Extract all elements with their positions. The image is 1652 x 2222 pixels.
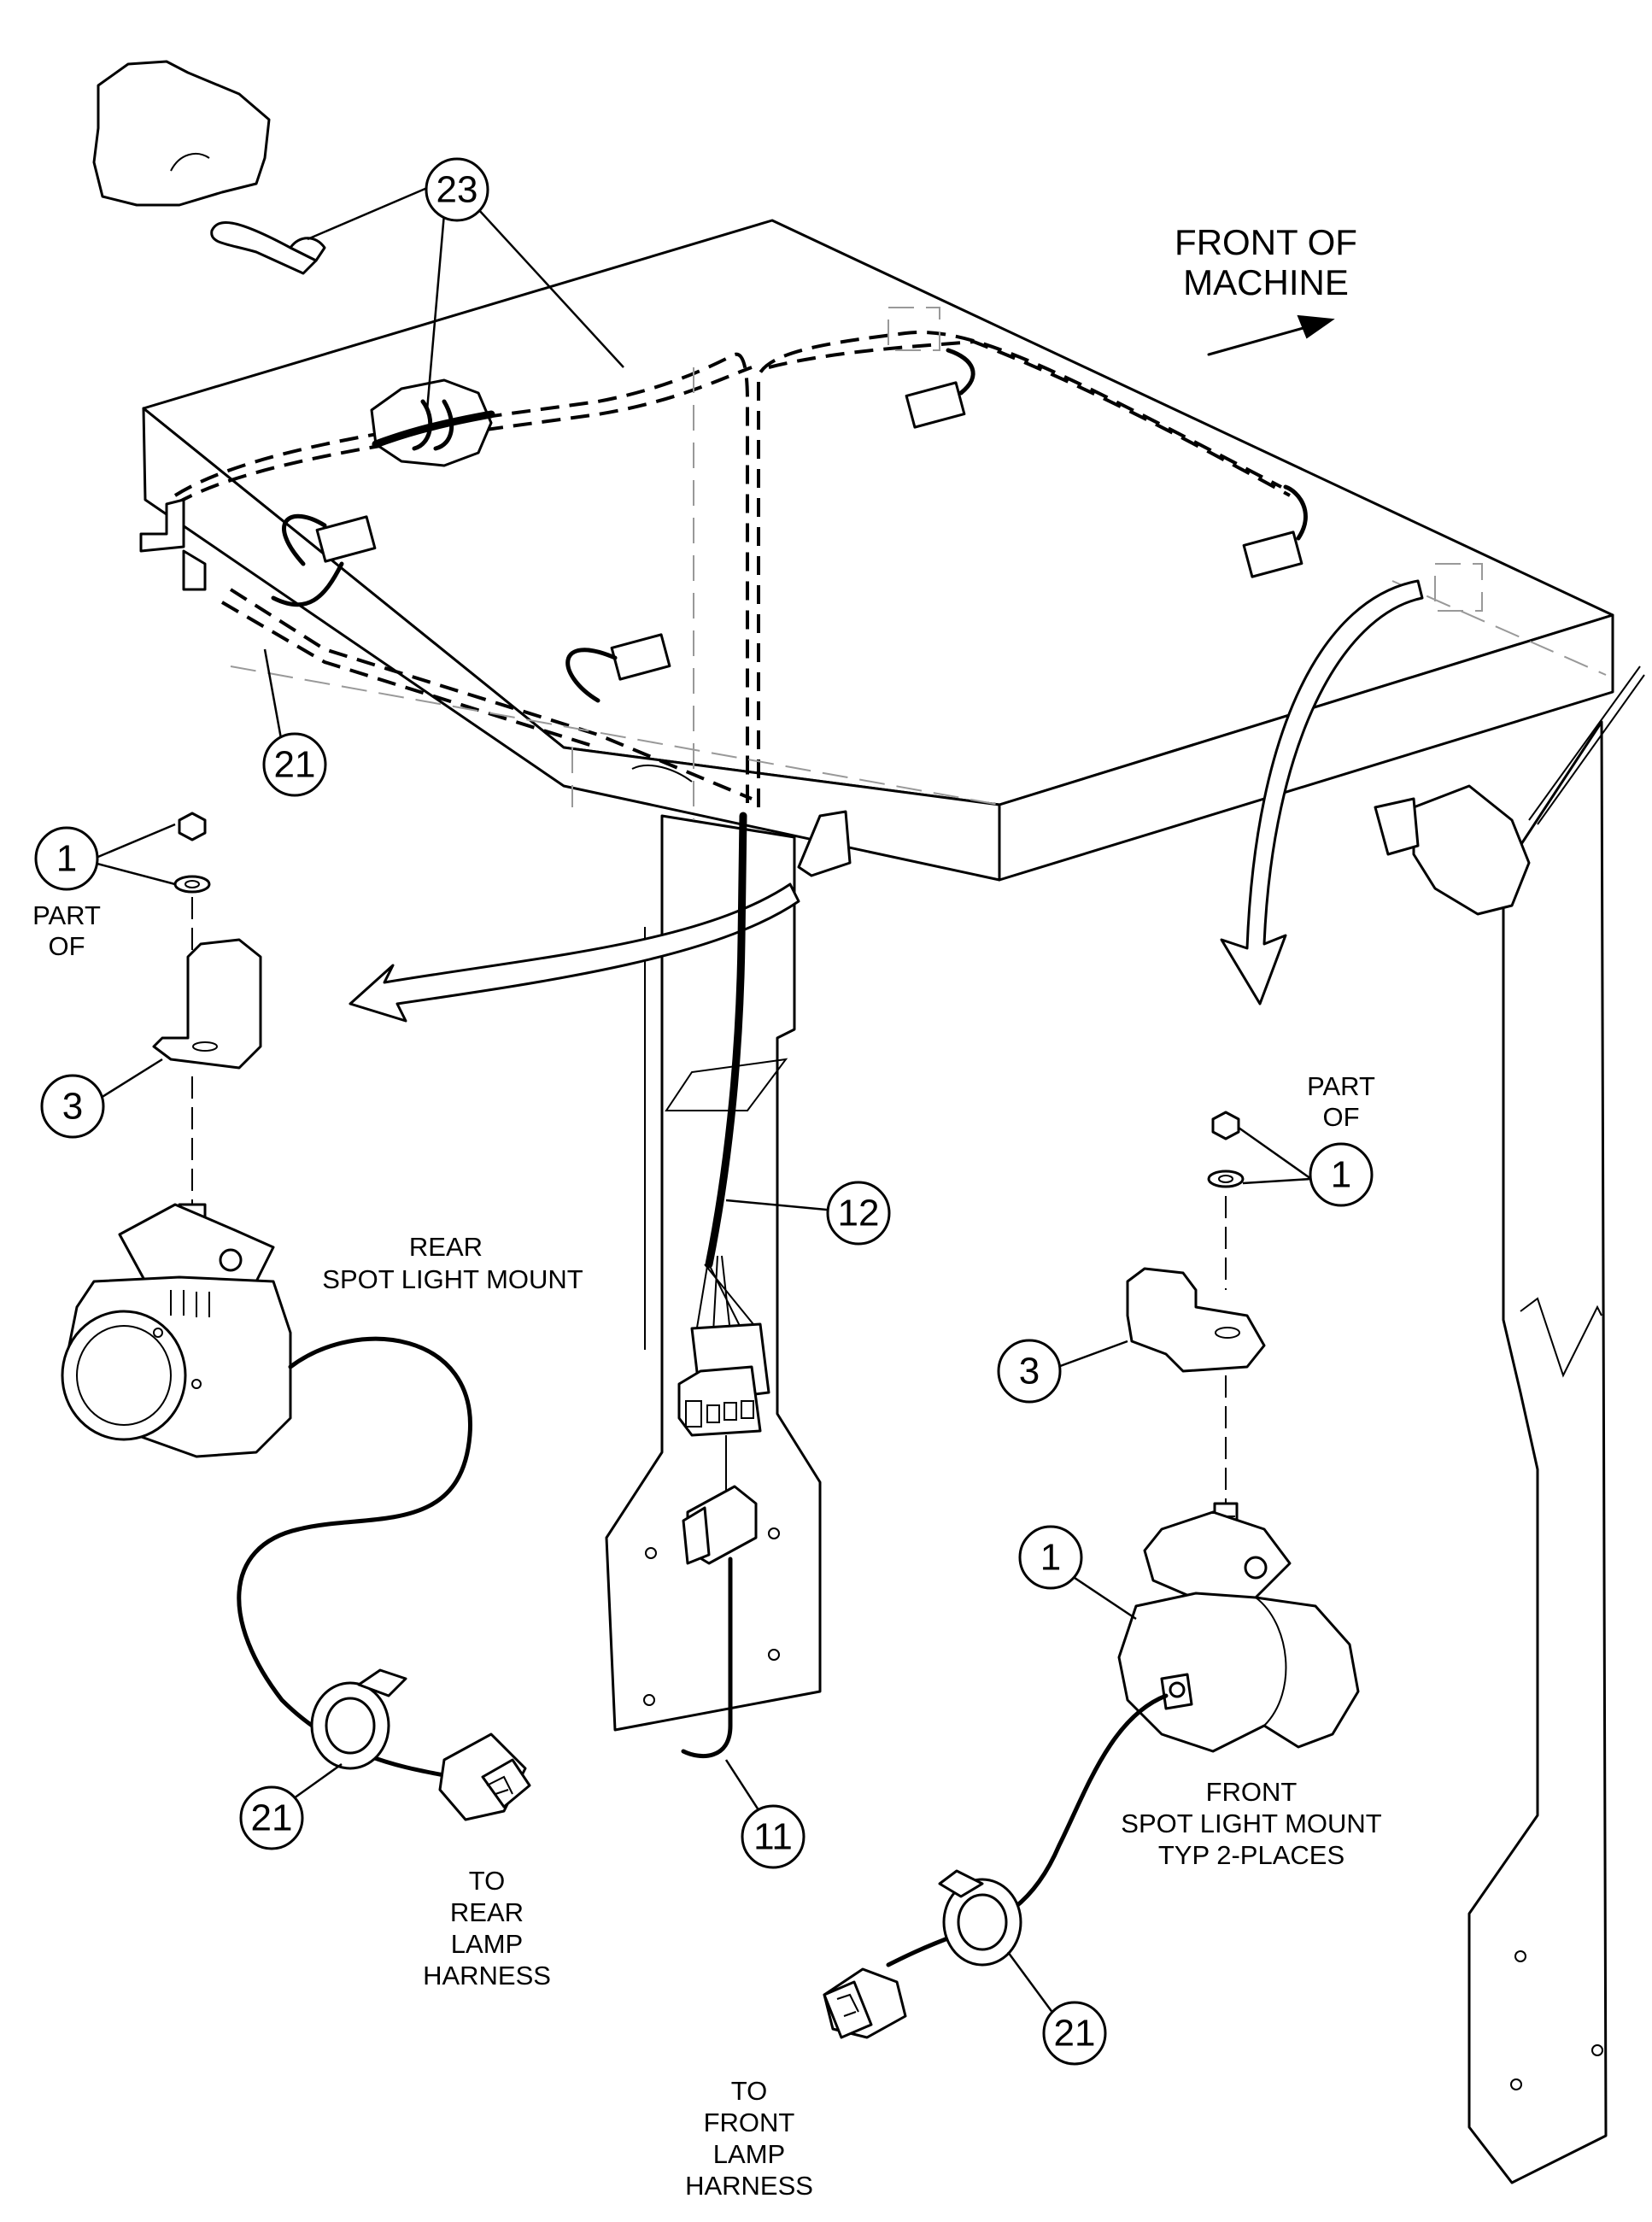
to-rear-lamp-line-1: TO — [469, 1866, 506, 1896]
part-of-left-label: PART OF — [32, 900, 101, 961]
callout-21-right: 21 — [1042, 2001, 1107, 2066]
callout-21-left-text: 21 — [251, 1797, 293, 1839]
right-post — [1467, 720, 1608, 2184]
to-front-lamp-line-4: HARNESS — [685, 2171, 813, 2201]
part-of-left-line-2: OF — [48, 931, 85, 961]
to-front-lamp-line-1: TO — [731, 2076, 768, 2106]
front-of-machine-line-2: MACHINE — [1183, 262, 1349, 302]
to-front-lamp-label: TO FRONT LAMP HARNESS — [685, 2076, 813, 2201]
to-rear-lamp-line-3: LAMP — [451, 1929, 523, 1959]
callout-3-right-text: 3 — [1019, 1351, 1040, 1392]
callout-21-top-text: 21 — [274, 744, 316, 786]
front-mount-line-2: SPOT LIGHT MOUNT — [1121, 1809, 1382, 1838]
wall-fragment — [92, 60, 326, 275]
callout-1-left-text: 1 — [56, 838, 77, 880]
center-harness — [677, 812, 770, 1758]
callout-3-left: 3 — [40, 1074, 105, 1139]
callout-1-right-top-text: 1 — [1331, 1154, 1351, 1196]
roof-harness — [173, 330, 1607, 820]
callout-21-left: 21 — [239, 1785, 304, 1850]
part-of-left-line-1: PART — [32, 900, 101, 930]
cutout-detail — [370, 378, 495, 467]
front-of-machine-line-1: FRONT OF — [1175, 222, 1357, 262]
front-mount-line-3: TYP 2-PLACES — [1158, 1840, 1344, 1870]
to-front-lamp-line-2: FRONT — [704, 2108, 795, 2137]
rear-mount-line-2: SPOT LIGHT MOUNT — [322, 1264, 583, 1294]
callout-12-text: 12 — [838, 1193, 880, 1234]
callout-3-left-text: 3 — [62, 1086, 83, 1128]
callout-23: 23 — [425, 157, 489, 222]
callout-12: 12 — [826, 1181, 891, 1246]
direction-arrows — [349, 314, 1424, 1023]
part-of-right-label: PART OF — [1307, 1071, 1375, 1132]
part-of-right-line-1: PART — [1307, 1071, 1375, 1101]
rear-mount-label: REAR SPOT LIGHT MOUNT — [322, 1232, 583, 1294]
callout-1-right-top: 1 — [1309, 1142, 1374, 1207]
front-mount-label: FRONT SPOT LIGHT MOUNT TYP 2-PLACES — [1121, 1777, 1382, 1870]
to-rear-lamp-label: TO REAR LAMP HARNESS — [423, 1866, 551, 1990]
callout-1-right: 1 — [1018, 1525, 1083, 1590]
front-of-machine-label: FRONT OF MACHINE — [1175, 222, 1357, 302]
roof-connectors — [139, 307, 1483, 877]
mounted-front-light — [1374, 665, 1645, 916]
rear-mount-assembly — [61, 812, 531, 1821]
callout-1-left: 1 — [34, 826, 99, 891]
to-front-lamp-line-3: LAMP — [713, 2139, 785, 2169]
callout-1-right-text: 1 — [1040, 1537, 1061, 1579]
front-mount-assembly — [823, 1111, 1360, 2039]
callout-11-text: 11 — [753, 1816, 793, 1858]
callout-3-right: 3 — [997, 1339, 1062, 1404]
callout-23-text: 23 — [436, 169, 478, 211]
rear-mount-line-1: REAR — [409, 1232, 483, 1262]
callout-11: 11 — [741, 1804, 805, 1869]
to-rear-lamp-line-4: HARNESS — [423, 1961, 551, 1990]
to-rear-lamp-line-2: REAR — [450, 1897, 524, 1927]
part-of-right-line-2: OF — [1322, 1102, 1359, 1132]
callout-21-top: 21 — [262, 732, 327, 797]
front-mount-line-1: FRONT — [1206, 1777, 1298, 1807]
callout-21-right-text: 21 — [1054, 2013, 1096, 2055]
